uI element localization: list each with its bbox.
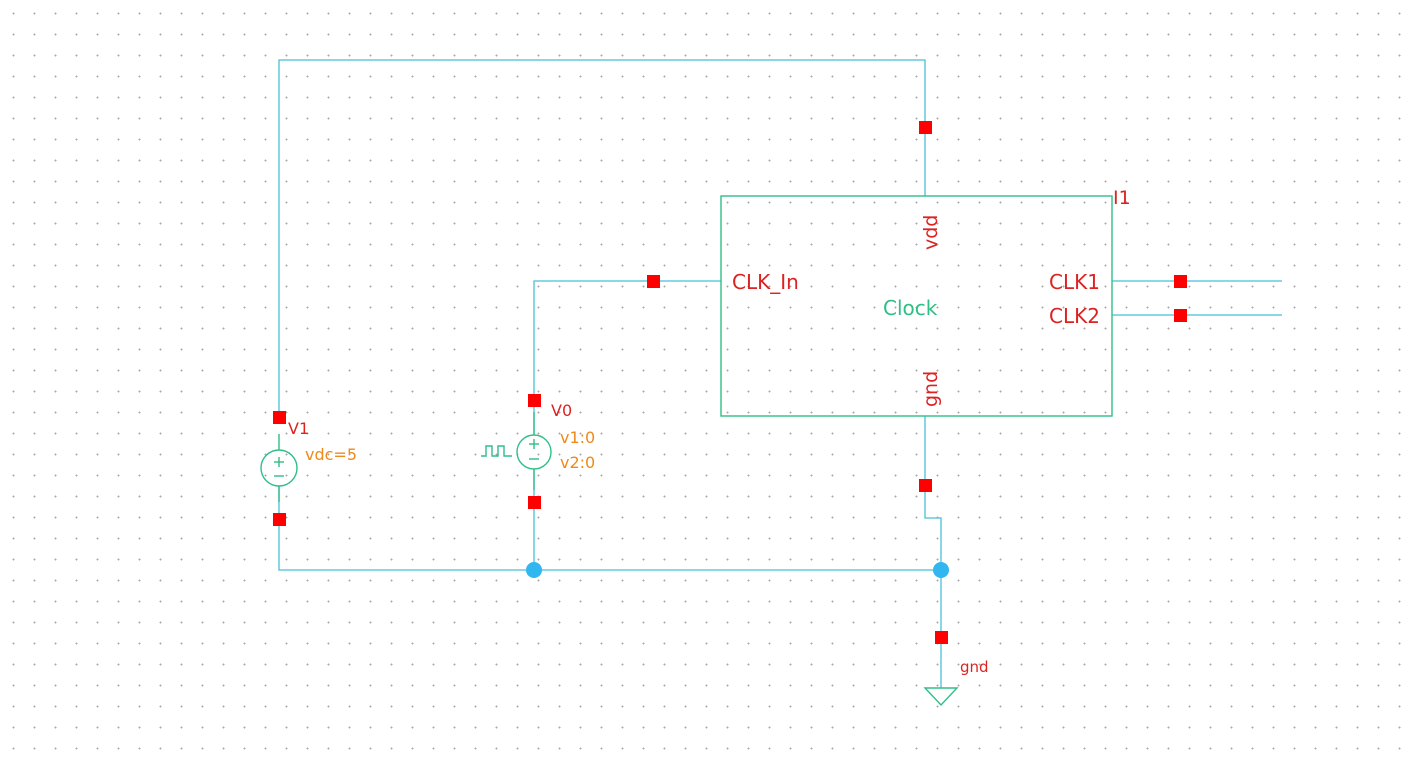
pin-marker[interactable]	[1174, 309, 1187, 322]
instance-name: I1	[1113, 187, 1131, 209]
source-param-v1: v1:0	[560, 428, 595, 447]
ground-symbol[interactable]: gnd	[923, 658, 989, 707]
pin-marker[interactable]	[273, 411, 286, 424]
dc-source-icon	[260, 434, 298, 502]
dc-source-v1[interactable]: V1 vdc=5	[260, 419, 357, 502]
source-name-v0: V0	[551, 401, 572, 420]
instance-body[interactable]	[720, 195, 1113, 417]
pulse-source-v0[interactable]: V0 v1:0 v2:0	[481, 401, 595, 490]
pin-marker[interactable]	[647, 275, 660, 288]
pin-label-clk1: CLK1	[1049, 270, 1100, 294]
ground-label: gnd	[960, 658, 989, 676]
source-name-v1: V1	[288, 419, 309, 438]
ground-icon	[923, 687, 959, 707]
clock-instance[interactable]: I1 Clock CLK_In CLK1 CLK2 vdd gnd	[720, 187, 1131, 417]
instance-cell-name: Clock	[883, 296, 938, 320]
wires	[278, 59, 1282, 688]
pin-marker[interactable]	[273, 513, 286, 526]
pin-marker[interactable]	[528, 496, 541, 509]
pin-label-clk-in: CLK_In	[732, 270, 799, 294]
wire-vdd-net[interactable]	[278, 59, 926, 417]
source-param-v2: v2:0	[560, 453, 595, 472]
pin-label-vdd: vdd	[920, 215, 942, 250]
junction-dot	[933, 562, 949, 578]
pin-marker[interactable]	[528, 394, 541, 407]
wire-instance-gnd[interactable]	[924, 416, 942, 570]
pin-label-clk2: CLK2	[1049, 304, 1100, 328]
pin-marker[interactable]	[919, 479, 932, 492]
junction-dot	[526, 562, 542, 578]
pulse-source-icon	[481, 412, 552, 490]
pin-marker[interactable]	[1174, 275, 1187, 288]
source-param-vdc: vdc=5	[305, 445, 357, 464]
wire-v1-minus[interactable]	[278, 486, 941, 571]
pin-markers	[273, 121, 1187, 644]
pin-marker[interactable]	[935, 631, 948, 644]
pin-label-gnd: gnd	[920, 371, 942, 407]
pin-marker[interactable]	[919, 121, 932, 134]
